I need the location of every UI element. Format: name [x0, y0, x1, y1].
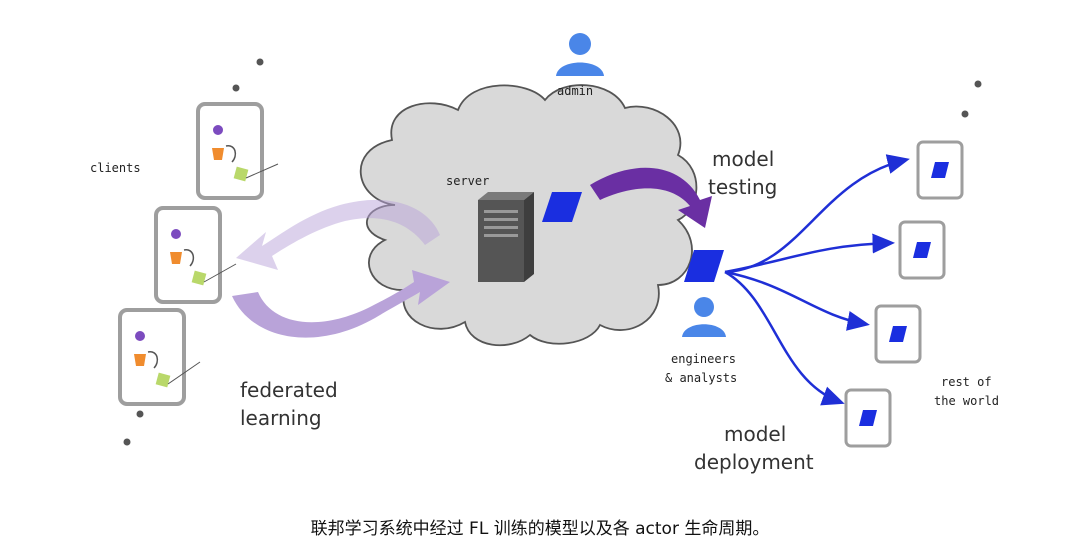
federated-learning-label-line1: federated	[240, 378, 338, 402]
model-deployment-label-line2: deployment	[694, 450, 814, 474]
client-phone-2	[154, 206, 237, 304]
model-testing-arrow	[590, 167, 712, 228]
device-2	[898, 220, 946, 280]
ellipsis-dot	[974, 80, 982, 88]
admin-label: admin	[557, 84, 594, 98]
rest-of-world-label-line1: rest of	[941, 375, 992, 389]
testing-model-icon	[684, 250, 724, 282]
engineers-label-line2: & analysts	[665, 371, 738, 385]
federated-learning-label-line2: learning	[240, 406, 322, 430]
device-1	[916, 140, 964, 200]
server-model-icon	[542, 192, 582, 222]
ellipsis-dot	[123, 438, 131, 446]
device-4	[844, 388, 892, 448]
admin-person-icon	[556, 33, 604, 76]
server-label: server	[446, 174, 490, 188]
engineers-label-line1: engineers	[671, 352, 737, 366]
ellipsis-dot	[136, 410, 144, 418]
deploy-arrow-3	[724, 270, 870, 331]
deploy-arrow-4	[724, 270, 845, 406]
figure-caption: 联邦学习系统中经过 FL 训练的模型以及各 actor 生命周期。	[310, 519, 770, 539]
engineers-person-icon	[682, 297, 726, 337]
model-testing-label-line1: model	[712, 147, 775, 171]
server-icon	[478, 192, 534, 282]
rest-of-world-label-line2: the world	[934, 394, 1000, 408]
fl-arrow-to-clients	[236, 199, 440, 270]
client-phone-1	[196, 102, 279, 200]
device-3	[874, 304, 922, 364]
model-deployment-label-line1: model	[724, 422, 787, 446]
ellipsis-dot	[256, 58, 264, 66]
client-phone-3	[118, 308, 201, 406]
model-testing-label-line2: testing	[708, 175, 778, 199]
clients-label: clients	[90, 161, 141, 175]
deploy-arrow-2	[724, 233, 895, 274]
ellipsis-dot	[961, 110, 969, 118]
fl-arrow-to-server	[232, 270, 450, 338]
ellipsis-dot	[232, 84, 240, 92]
